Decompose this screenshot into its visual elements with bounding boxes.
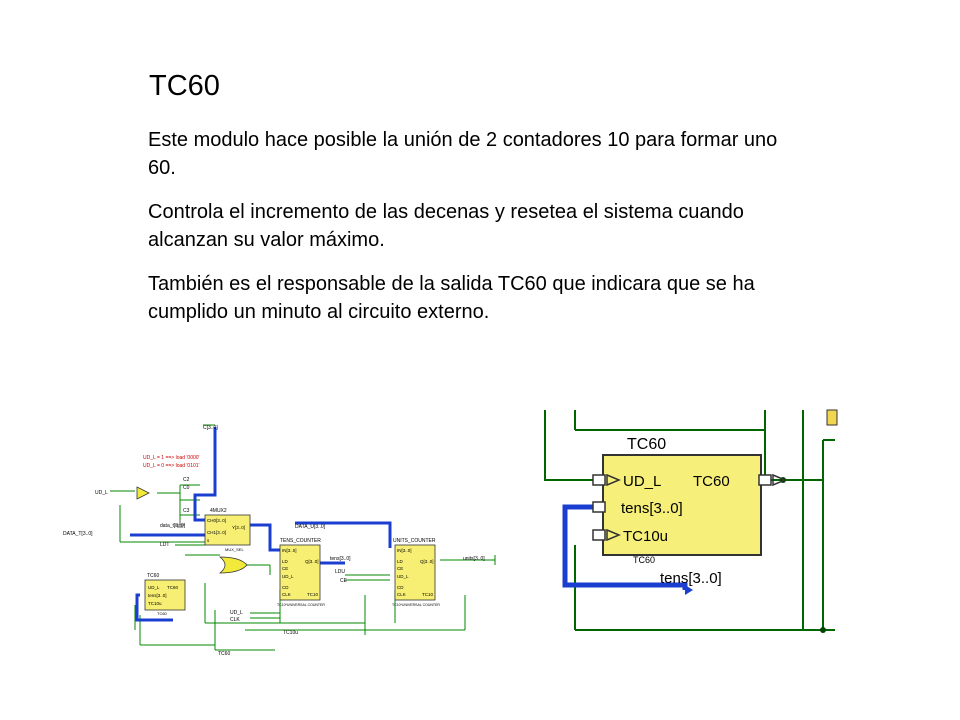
svg-text:TC10u: TC10u xyxy=(148,601,162,606)
net-c2: C2 xyxy=(183,477,190,483)
svg-text:CH1[3..0]: CH1[3..0] xyxy=(207,530,226,535)
svg-text:LD: LD xyxy=(282,559,289,564)
paragraph-2: Controla el incremento de las decenas y … xyxy=(148,201,744,251)
or-gate xyxy=(218,556,248,574)
net-tens-bus: tens[3..0] xyxy=(330,556,351,562)
net-tc60: TC60 xyxy=(218,651,230,657)
note-line-2: UD_L = 0 ==> load '0101' xyxy=(143,463,200,469)
port-tc60: TC60 xyxy=(693,473,730,490)
port-tc10u: TC10u xyxy=(623,528,668,545)
svg-text:TC10: TC10 xyxy=(422,592,434,597)
paragraph-1: Este modulo hace posible la unión de 2 c… xyxy=(148,129,778,179)
mux-block: 4MUX2 CH0[3..0] CH1[3..0] s Y[3..0] MUX_… xyxy=(204,508,251,552)
tc60-zoomed-block: TC60 UD_L TC60 tens[3..0] TC10u TC60 xyxy=(592,436,787,565)
svg-text:UD_L: UD_L xyxy=(397,574,409,579)
svg-text:MUX_SEL: MUX_SEL xyxy=(225,547,244,552)
svg-text:TC10: TC10 xyxy=(307,592,319,597)
tc60-small-block: TC60 UD_L TC60 tens[3..0] TC10u TC60 xyxy=(144,573,186,616)
svg-text:TC10*UNIVERSAL COUNTER: TC10*UNIVERSAL COUNTER xyxy=(277,603,325,607)
net-tc10u: TC10u xyxy=(283,630,298,636)
net-ldt: LDT xyxy=(160,542,169,548)
net-data-t: DATA_T[3..0] xyxy=(63,531,93,537)
instance-label: TC60 xyxy=(633,555,655,565)
net-ldu: LDU xyxy=(335,569,345,575)
svg-text:IN[3..0]: IN[3..0] xyxy=(282,548,297,553)
svg-text:TENS_COUNTER: TENS_COUNTER xyxy=(280,538,321,544)
svg-text:CD: CD xyxy=(282,585,289,590)
svg-text:s: s xyxy=(207,538,210,543)
port-tens: tens[3..0] xyxy=(621,500,683,517)
junction-dot xyxy=(820,627,826,633)
net-c0: C0 xyxy=(183,485,190,491)
paragraph-3: También es el responsable de la salida T… xyxy=(148,273,755,323)
svg-text:UD_L: UD_L xyxy=(148,585,160,590)
slide-title: TC60 xyxy=(149,70,220,102)
svg-text:LD: LD xyxy=(397,559,404,564)
svg-text:Q[3..0]: Q[3..0] xyxy=(420,559,434,564)
net-ce: CE xyxy=(340,578,348,584)
svg-text:UNITS_COUNTER: UNITS_COUNTER xyxy=(393,538,436,544)
net-c-bus: C[3..0] xyxy=(203,425,218,431)
note-line-1: UD_L = 1 ==> load '0000' xyxy=(143,455,200,461)
net-data-u: DATA_U[3..0] xyxy=(295,524,326,530)
ground-symbol xyxy=(175,520,185,528)
svg-text:Y[3..0]: Y[3..0] xyxy=(232,525,245,530)
units-counter-block: UNITS_COUNTER IN[3..0] LD CE UD_L CD CLK… xyxy=(392,538,440,607)
svg-text:CE: CE xyxy=(397,566,403,571)
net-ud-l-2: UD_L xyxy=(230,610,243,616)
svg-text:UD_L: UD_L xyxy=(282,574,294,579)
svg-text:4MUX2: 4MUX2 xyxy=(210,508,227,514)
svg-text:TC60: TC60 xyxy=(157,611,168,616)
svg-text:TC60: TC60 xyxy=(627,436,666,453)
svg-text:CLK: CLK xyxy=(282,592,291,597)
svg-text:CD: CD xyxy=(397,585,404,590)
svg-text:CLK: CLK xyxy=(397,592,406,597)
svg-text:TC10*UNIVERSAL COUNTER: TC10*UNIVERSAL COUNTER xyxy=(392,603,440,607)
tens-counter-block: TENS_COUNTER IN[3..0] LD CE UD_L CD CLK … xyxy=(277,538,325,607)
full-schematic: UD_L = 1 ==> load '0000' UD_L = 0 ==> lo… xyxy=(63,424,496,657)
zoomed-tc60-schematic: TC60 UD_L TC60 tens[3..0] TC10u TC60 ten… xyxy=(544,409,838,633)
port-ud-l: UD_L xyxy=(623,473,661,490)
svg-text:TC60: TC60 xyxy=(167,585,179,590)
net-c3: C3 xyxy=(183,508,190,514)
svg-text:IN[3..0]: IN[3..0] xyxy=(397,548,412,553)
net-units-bus: units[3..0] xyxy=(463,556,485,562)
svg-text:Q[3..0]: Q[3..0] xyxy=(305,559,319,564)
buffer-gate xyxy=(136,486,150,500)
net-data-t-int: data_t[3..0] xyxy=(160,523,186,529)
warning-marker-icon xyxy=(826,409,838,426)
svg-text:CE: CE xyxy=(282,566,288,571)
net-ud-l: UD_L xyxy=(95,490,108,496)
svg-text:tens[3..0]: tens[3..0] xyxy=(148,593,167,598)
bus-label: tens[3..0] xyxy=(660,570,722,587)
net-clk: CLK xyxy=(230,617,240,623)
svg-text:CH0[3..0]: CH0[3..0] xyxy=(207,518,226,523)
svg-text:TC60: TC60 xyxy=(147,573,159,579)
